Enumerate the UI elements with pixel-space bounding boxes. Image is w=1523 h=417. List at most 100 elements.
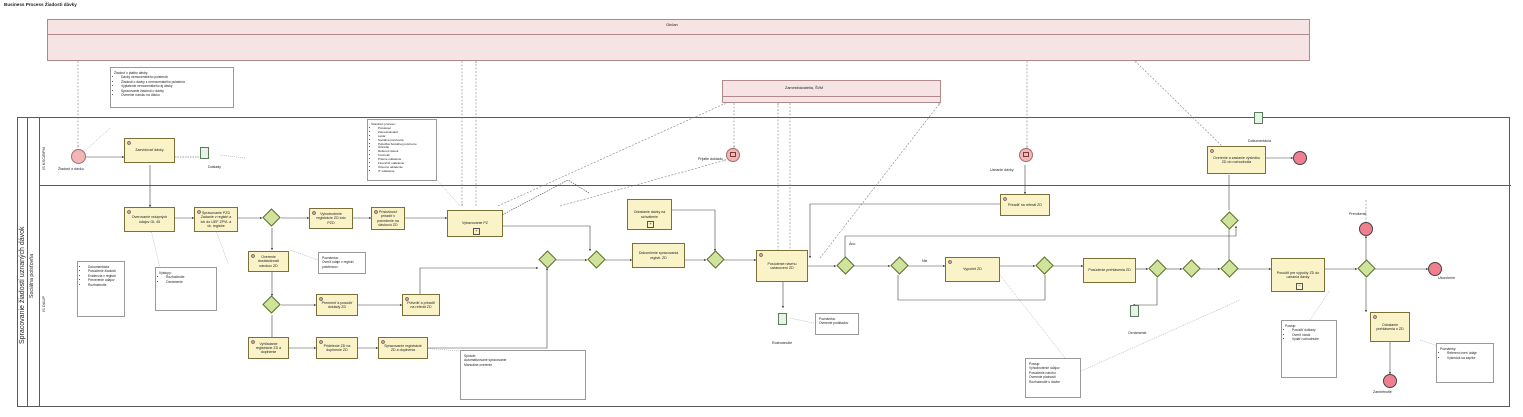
task-t6[interactable]: Vybavovanie PZ+: [447, 210, 503, 237]
note-item: Overiť údaje v registri poistencov: [322, 260, 354, 269]
note-title: Poznámky:: [1440, 347, 1457, 351]
pool-citizen-title: Občan: [666, 22, 678, 27]
end-event-2[interactable]: [1428, 262, 1442, 276]
note-title: Účastníci procesu:: [371, 122, 396, 126]
note-item: Právne oddelenie: [378, 157, 433, 162]
end-event-3-label: Prerušenie: [1349, 212, 1367, 216]
data-object[interactable]: [200, 147, 209, 159]
pool-main[interactable]: [17, 117, 1511, 407]
note-n7: Postup: Vyhodnotenie údajov Posúdenie ná…: [1025, 358, 1081, 398]
task-label: Pridelenie ZD na doplnenie ZD: [323, 343, 351, 352]
task-t5[interactable]: Príslušnosť priradiť v potvrdenie na dáv…: [371, 207, 405, 230]
note-title: Výstupy:: [159, 271, 172, 275]
task-t20[interactable]: Odoslanie prehlásenia o ZD: [1370, 312, 1410, 342]
task-t22[interactable]: Overenie a zaslanie výsledku ZD do rozho…: [1207, 146, 1266, 174]
note-n1: Žiadosť o platbu dávky: Dávky nemocenské…: [110, 67, 234, 108]
task-label: Posúdiť pre výpočty ZD do uznania dávky: [1276, 270, 1320, 279]
note-item: Overenie platnosti: [1029, 375, 1056, 380]
note-item: Kontrolór: [378, 153, 433, 158]
note-n6: Spôsob: Automatizované spracovanie Manuá…: [460, 350, 586, 400]
gear-icon: [1209, 148, 1215, 154]
end-event[interactable]: [1293, 151, 1307, 165]
message-catch-event-2[interactable]: [1019, 148, 1033, 162]
task-label: Vyhodnotenie registrácie ZD toto PZD: [316, 212, 346, 225]
task-t19[interactable]: Posúdiť pre výpočty ZD do uznania dávky −: [1271, 258, 1325, 292]
task-t9[interactable]: Premeniť a posúdiť doklady ZD: [316, 294, 358, 316]
gear-icon: [380, 339, 386, 345]
message-catch-event[interactable]: [726, 148, 740, 162]
task-t11[interactable]: Potvrdiť a priradiť na referát ZD: [402, 294, 440, 316]
task-t1[interactable]: Zaevidovať dávky: [124, 138, 175, 163]
note-item: Posúdenie žiadosti: [88, 269, 121, 273]
data-object[interactable]: [1254, 112, 1263, 124]
task-label: Odoslanie prehlásenia o ZD: [1376, 322, 1404, 331]
task-t14[interactable]: Pridelenie ZD na doplnenie ZD: [316, 337, 358, 359]
task-label: Príslušnosť priradiť v potvrdenie na dáv…: [377, 210, 399, 227]
task-t17[interactable]: Posúdenie prehlásenia ZD: [1083, 258, 1136, 283]
note-item: Overiť nárok: [1292, 333, 1333, 337]
note-item: Referent overí údaje: [1447, 351, 1490, 355]
note-item: Rozhodnutie: [88, 283, 121, 287]
start-event[interactable]: [71, 149, 86, 164]
note-title: Poznámka:: [819, 317, 836, 321]
note-n2: Účastníci procesu: Poistenec Zamestnávat…: [367, 119, 437, 181]
note-item: Overenie nároku na dávku: [121, 93, 230, 97]
gear-icon: [196, 209, 202, 215]
lane-header-divider: [39, 118, 40, 406]
note-n9: Postup: Posúdiť doklady Overiť nárok Vyd…: [1281, 320, 1337, 378]
note-title: Spôsob:: [464, 354, 477, 358]
task-t16[interactable]: Vypočet ZD: [945, 257, 1000, 282]
note-item: Žiadosti o dávky z nemocenského poisteni…: [121, 80, 230, 84]
pool-citizen[interactable]: Občan: [47, 19, 1310, 61]
start-event-label: Žiadosť o dávku: [58, 167, 84, 171]
page-title: Business Process Žiadosti dávky: [4, 2, 77, 7]
note-item: Vyplatenie nemocenského aj dávky: [121, 84, 230, 88]
task-t21[interactable]: Priradiť na referát ZD: [1000, 194, 1050, 216]
note-title: Žiadosť o platbu dávky:: [114, 71, 149, 75]
note-item: Zamestnávateľ: [378, 130, 433, 135]
pool-external[interactable]: Zamestnávatelia, ŠVM: [722, 80, 941, 103]
note-n4: Výstupy: Rozhodnutie Oznámenie: [155, 267, 217, 311]
task-label: Spracovanie PZD Zadanie v registri a ich…: [200, 211, 232, 228]
data-object[interactable]: [1130, 305, 1139, 317]
note-item: Pobočka Sociálnej poisťovne: [378, 142, 433, 147]
note-item: Dokumentácia: [88, 265, 121, 269]
task-t2[interactable]: Overovanie vstupných údajov GL 45: [124, 207, 175, 232]
task-t15[interactable]: Spracovanie registrácie ZD a doplnenia: [378, 337, 428, 359]
subprocess-icon: +: [647, 221, 654, 228]
end-event-3[interactable]: [1359, 222, 1373, 236]
task-t8[interactable]: Overenie dostatočnosti nárokov ZD: [248, 251, 289, 272]
note-n8: Poznámka: Overenie podkladov: [815, 313, 859, 335]
note-item: Automatizované spracovanie: [464, 358, 507, 363]
gear-icon: [126, 140, 132, 146]
data-object[interactable]: [778, 313, 787, 325]
gateway-yes-label: Áno: [849, 242, 856, 246]
task-label: Overenie a zaslanie výsledku ZD do rozho…: [1213, 155, 1260, 164]
note-item: Vydať rozhodnutie: [1292, 337, 1333, 341]
data-object-label: Doklady: [208, 165, 221, 169]
task-t10[interactable]: Posúdenie návrhu ustanovení ZD: [756, 250, 808, 282]
gear-icon: [373, 209, 379, 215]
task-label: Potvrdiť a priradiť na referát ZD: [407, 300, 435, 309]
note-item: Účtovné oddelenie: [378, 165, 433, 170]
task-t12[interactable]: Dokončenie spracovania registr. ZD: [632, 243, 685, 268]
end-event-4[interactable]: [1383, 374, 1397, 388]
task-t7[interactable]: Odoslanie dávky na schválenie+: [627, 199, 672, 230]
task-t13[interactable]: Vyhľadanie registrácie ZD a doplnenie: [248, 337, 289, 359]
note-item: Posúdenie nároku: [1029, 370, 1056, 375]
note-item: Lekár: [378, 134, 433, 139]
note-item: Overenie podkladov: [819, 321, 849, 326]
gear-icon: [318, 339, 324, 345]
note-item: Posúdiť doklady: [1292, 328, 1333, 332]
note-title: Poznámka:: [322, 256, 339, 260]
note-title: Postup:: [1285, 324, 1297, 328]
note-n5: Poznámka: Overiť údaje v registri poiste…: [318, 252, 366, 274]
note-title: Postup:: [1029, 362, 1041, 366]
task-t4[interactable]: Vyhodnotenie registrácie ZD toto PZD: [309, 208, 353, 229]
note-item: Ústredie: [378, 146, 433, 150]
subprocess-icon: −: [1296, 283, 1303, 290]
gear-icon: [250, 339, 256, 345]
note-item: Oznámenie: [166, 280, 213, 284]
task-label: Posúdenie návrhu ustanovení ZD: [767, 261, 797, 270]
task-t3[interactable]: Spracovanie PZD Zadanie v registri a ich…: [194, 207, 238, 232]
